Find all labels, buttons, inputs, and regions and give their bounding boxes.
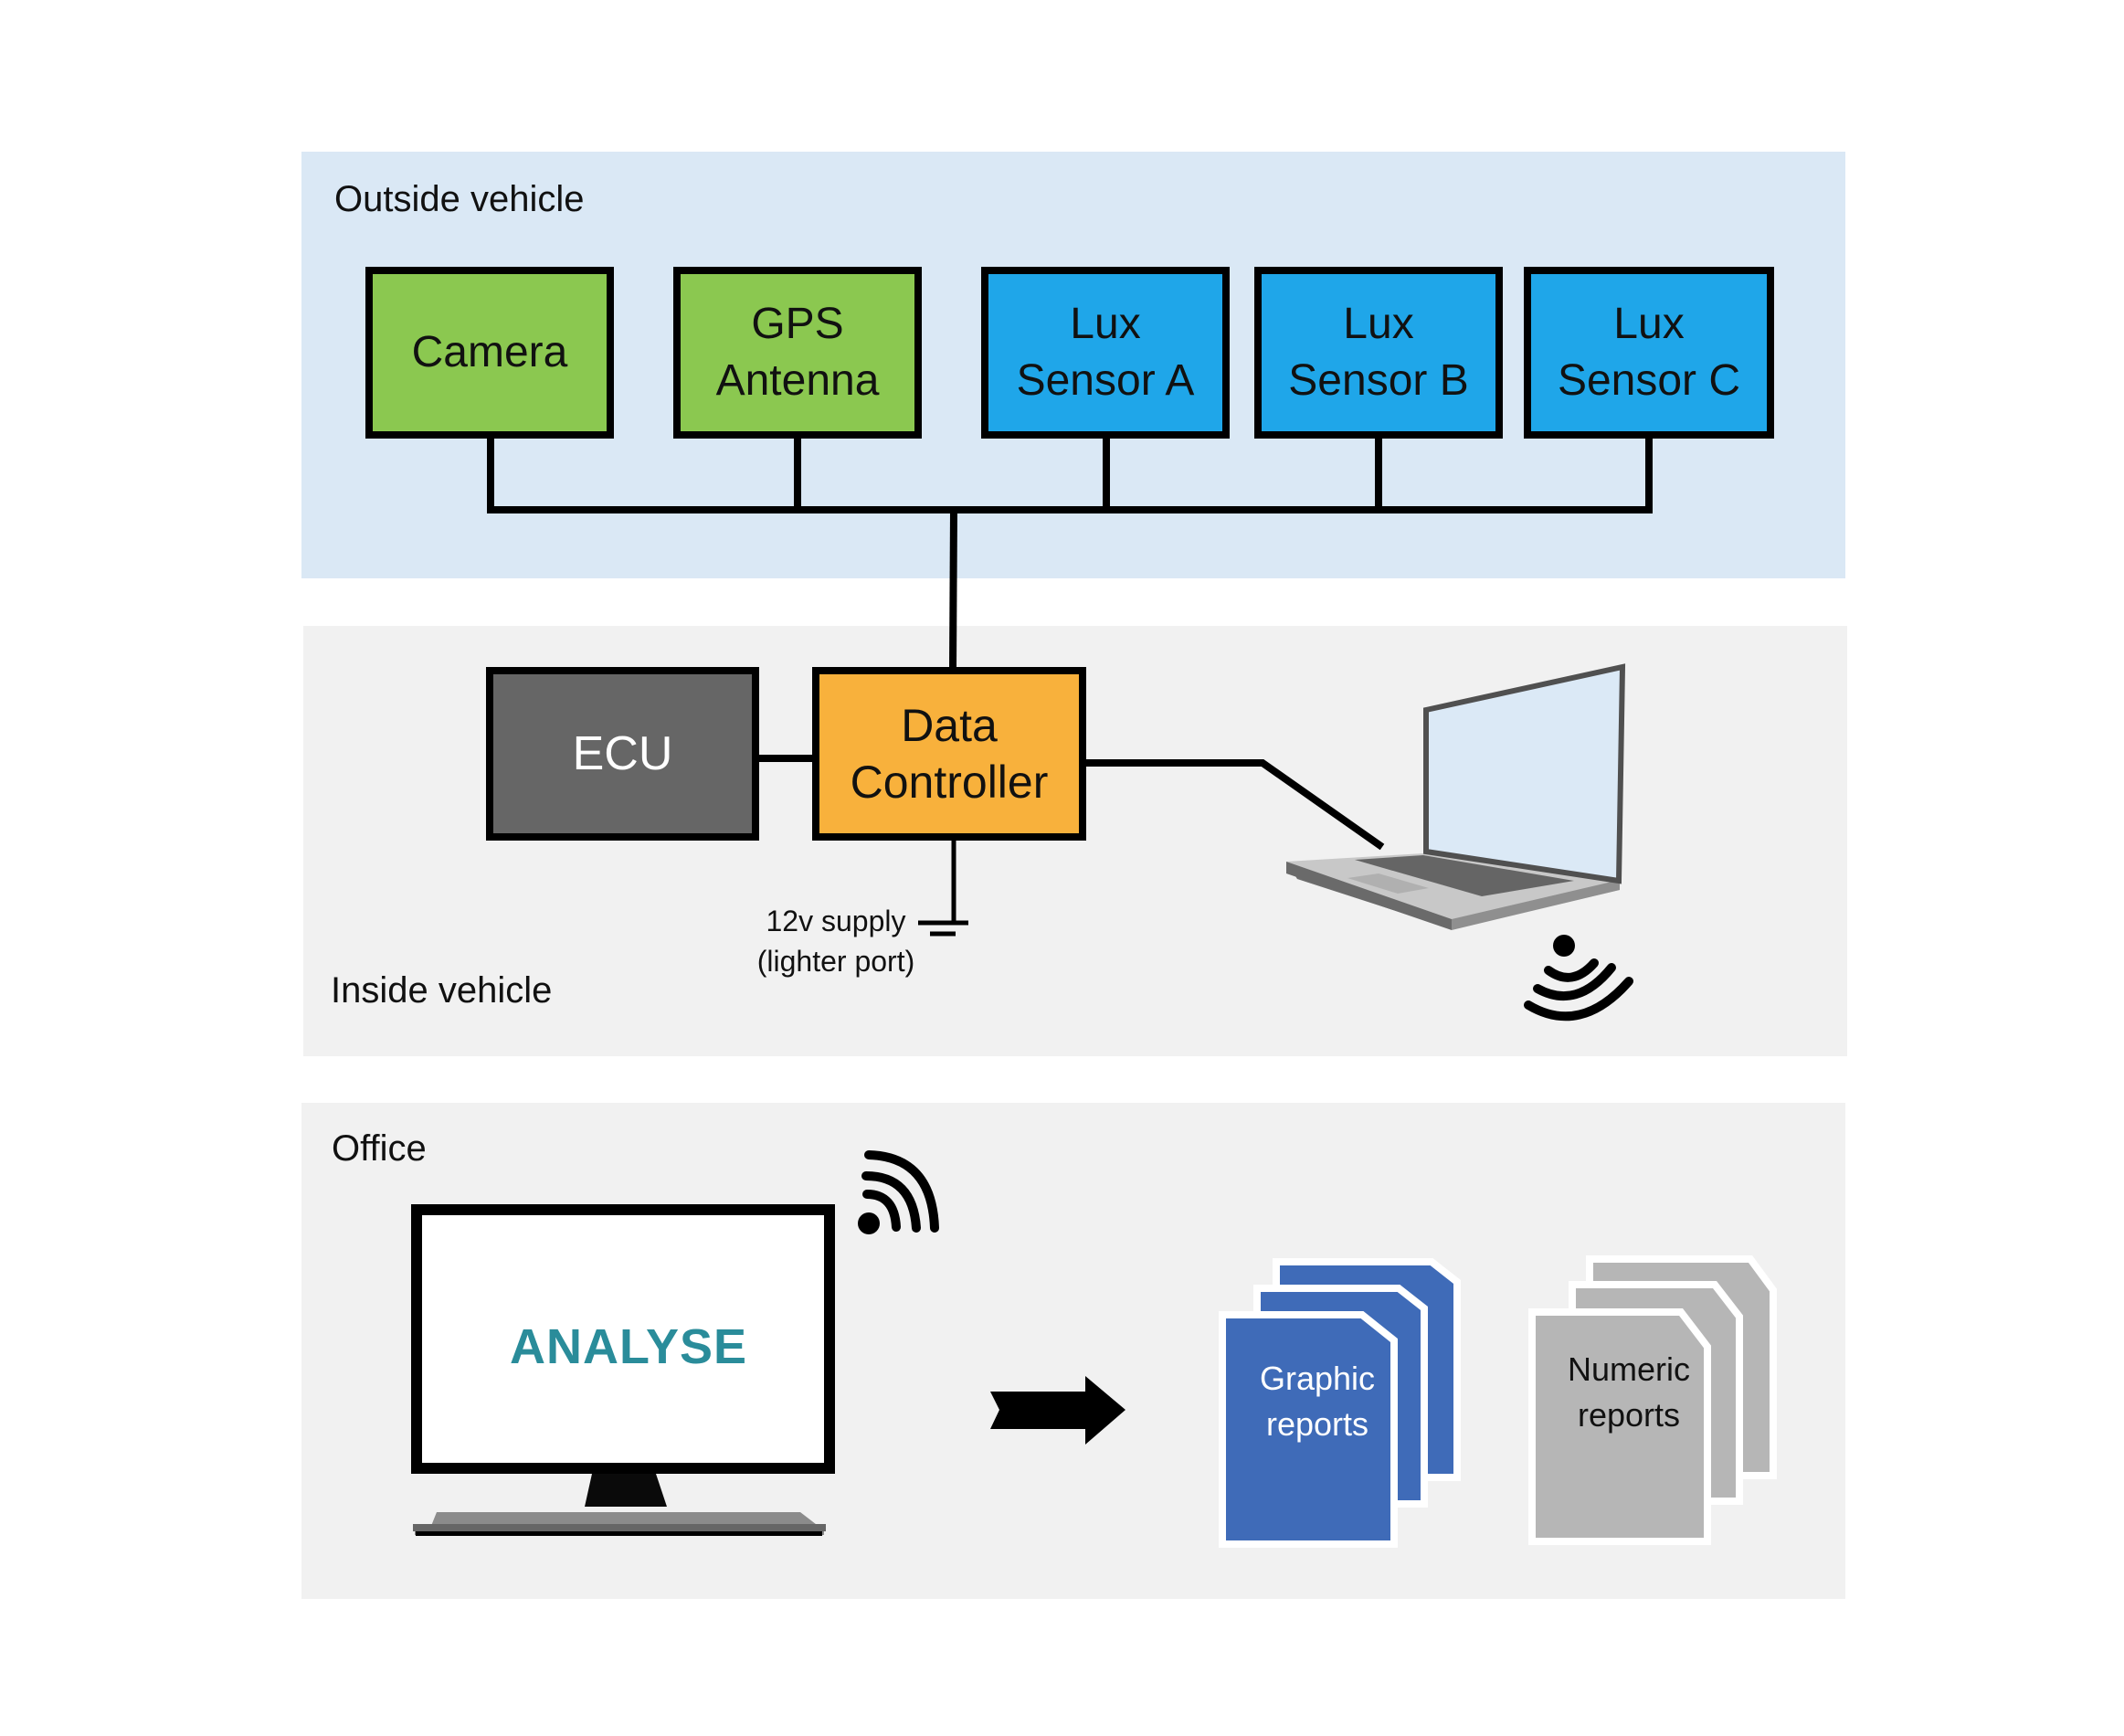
- numeric-reports-stack-icon: [1528, 1255, 1777, 1545]
- monitor-icon: [411, 1204, 835, 1536]
- lux-sensor-b-label-line1: Lux: [1343, 300, 1414, 348]
- numeric-reports-label: Numeric reports: [1538, 1347, 1720, 1438]
- lux-sensor-c-label-line2: Sensor C: [1557, 356, 1741, 405]
- graphic-reports-stack-icon: [1219, 1258, 1461, 1548]
- numeric-reports-label-line1: Numeric: [1567, 1350, 1690, 1388]
- lux-sensor-a-label-line2: Sensor A: [1016, 356, 1195, 405]
- camera-label: Camera: [411, 328, 568, 376]
- gps-antenna-label-line2: Antenna: [715, 356, 880, 405]
- outside-vehicle-label: Outside vehicle: [334, 179, 585, 219]
- lux-sensor-c-box: Lux Sensor C: [1524, 267, 1774, 439]
- ground-symbol: [918, 841, 968, 937]
- office-label: Office: [332, 1128, 427, 1169]
- office-wireless-signal-icon: [858, 1150, 939, 1234]
- data-controller-box: Data Controller: [812, 667, 1086, 841]
- sensor-bus-lines: [487, 435, 1653, 851]
- controller-to-laptop-wire: [1085, 759, 1385, 851]
- supply-label-line1: 12v supply: [766, 905, 906, 937]
- inside-vehicle-label: Inside vehicle: [331, 970, 553, 1011]
- supply-label-line2: (lighter port): [756, 945, 915, 978]
- supply-label: 12v supply (lighter port): [735, 901, 936, 981]
- graphic-reports-label-line1: Graphic: [1259, 1360, 1376, 1397]
- lux-sensor-c-label-line1: Lux: [1613, 300, 1685, 348]
- wireless-signal-icon: [1524, 935, 1633, 1021]
- data-controller-label-line1: Data: [901, 700, 998, 751]
- ecu-label: ECU: [572, 727, 673, 780]
- ecu-box: ECU: [486, 667, 759, 841]
- data-controller-label-line2: Controller: [850, 757, 1049, 808]
- lux-sensor-b-label-line2: Sensor B: [1288, 356, 1469, 405]
- graphic-reports-label: Graphic reports: [1226, 1356, 1409, 1447]
- gps-antenna-box: GPS Antenna: [673, 267, 922, 439]
- laptop-icon: [1286, 663, 1626, 930]
- gps-antenna-label-line1: GPS: [751, 300, 844, 348]
- lux-sensor-a-box: Lux Sensor A: [981, 267, 1230, 439]
- camera-box: Camera: [365, 267, 614, 439]
- arrow-right-icon: [990, 1376, 1125, 1445]
- lux-sensor-b-box: Lux Sensor B: [1254, 267, 1503, 439]
- graphic-reports-label-line2: reports: [1265, 1405, 1369, 1443]
- bus-to-controller-wire: [949, 509, 957, 671]
- lux-sensor-a-label-line1: Lux: [1070, 300, 1141, 348]
- numeric-reports-label-line2: reports: [1577, 1396, 1681, 1434]
- monitor-analyse-text: ANALYSE: [509, 1319, 748, 1374]
